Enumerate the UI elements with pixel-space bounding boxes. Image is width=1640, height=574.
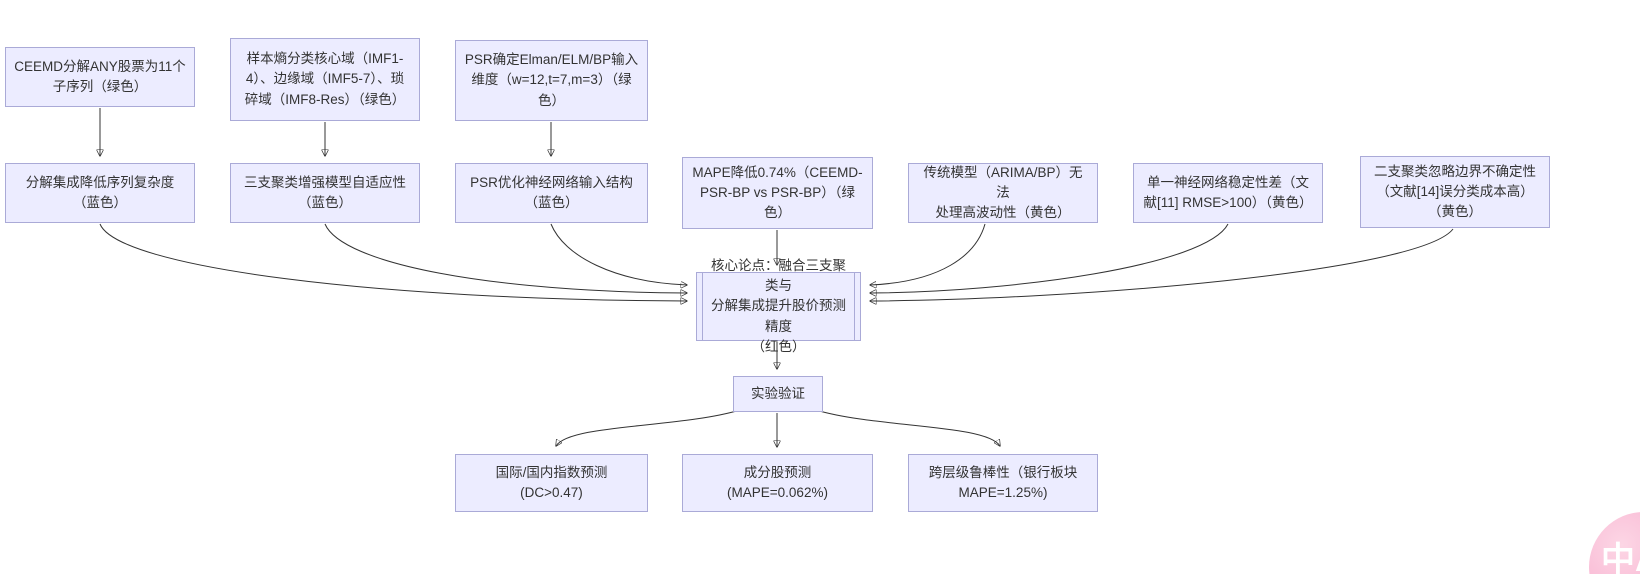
node-component-stock: 成分股预测 (MAPE=0.062%) [682,454,873,512]
node-psr-optimize: PSR优化神经网络输入结构 （蓝色） [455,163,648,223]
node-mape-reduction: MAPE降低0.74%（CEEMD- PSR-BP vs PSR-BP）（绿 色… [682,157,873,229]
translate-icon: 中A [1601,541,1640,574]
node-core-thesis: 核心论点：融合三支聚类与 分解集成提升股价预测精度 （红色） [696,258,861,354]
node-sample-entropy: 样本熵分类核心域（IMF1- 4）、边缘域（IMF5-7）、琐 碎域（IMF8-… [230,38,420,121]
edge-singlenn-core [870,223,1229,293]
edge-experiment-robustness [815,409,1000,446]
node-ceemd: CEEMD分解ANY股票为11个 子序列（绿色） [5,47,195,107]
node-three-way-clustering: 三支聚类增强模型自适应性 （蓝色） [230,163,420,223]
edge-twoway-core [870,228,1454,301]
edge-psropt-core [550,223,687,285]
edge-traditional-core [870,223,986,285]
node-decomposition: 分解集成降低序列复杂度 （蓝色） [5,163,195,223]
node-two-way-clustering: 二支聚类忽略边界不确定性 （文献[14]误分类成本高） （黄色） [1360,156,1550,228]
edge-threeway-core [324,223,687,293]
node-index-prediction: 国际/国内指数预测 (DC>0.47) [455,454,648,512]
node-traditional-model: 传统模型（ARIMA/BP）无法 处理高波动性（黄色） [908,163,1098,223]
translate-badge[interactable]: 中A [1589,512,1640,574]
node-experiment-validation: 实验验证 [733,376,823,412]
edge-experiment-index [556,409,741,446]
node-psr-input: PSR确定Elman/ELM/BP输入 维度（w=12,t=7,m=3）（绿 色… [455,40,648,121]
edge-decomposition-core [99,223,687,301]
node-robustness: 跨层级鲁棒性（银行板块 MAPE=1.25%) [908,454,1098,512]
node-single-nn: 单一神经网络稳定性差（文 献[11] RMSE>100）（黄色） [1133,163,1323,223]
